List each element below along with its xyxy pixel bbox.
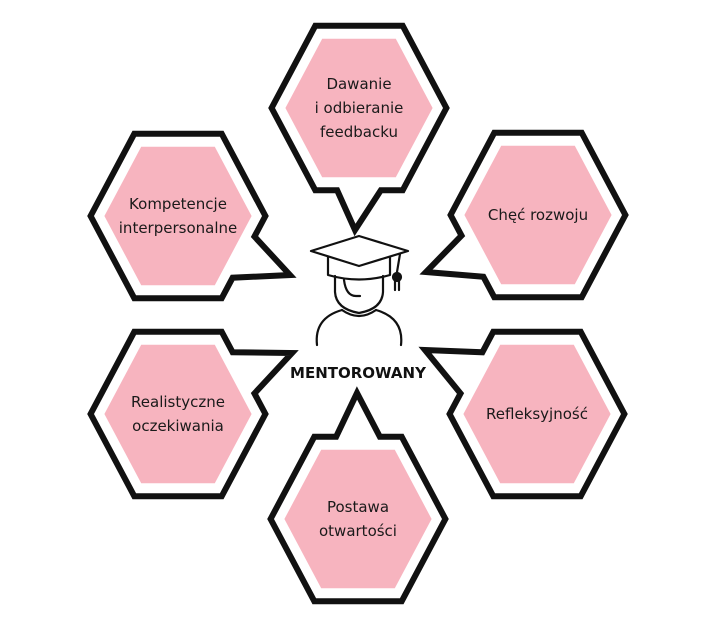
center-label: MENTOROWANY — [290, 364, 426, 382]
node-label-upper-right: Chęć rozwoju — [487, 206, 589, 224]
hexagon-fill-upper-left — [104, 146, 252, 286]
node-label-upper-left: Kompetencje interpersonalne — [118, 195, 238, 237]
hexagon-fill-lower-left — [104, 344, 252, 484]
hexagon-fill-bottom — [284, 449, 432, 589]
node-label-lower-right: Refleksyjność — [486, 405, 588, 423]
node-label-bottom: Postawa otwartości — [319, 498, 397, 540]
hexagon-fill-upper-right — [464, 145, 612, 285]
node-label-lower-left: Realistyczne oczekiwania — [131, 393, 225, 435]
graduate-student-icon — [309, 234, 410, 347]
hexagon-fill-top — [285, 38, 433, 178]
hexagon-fill-lower-right — [463, 344, 611, 484]
node-label-top: Dawanie i odbieranie feedbacku — [314, 75, 404, 141]
